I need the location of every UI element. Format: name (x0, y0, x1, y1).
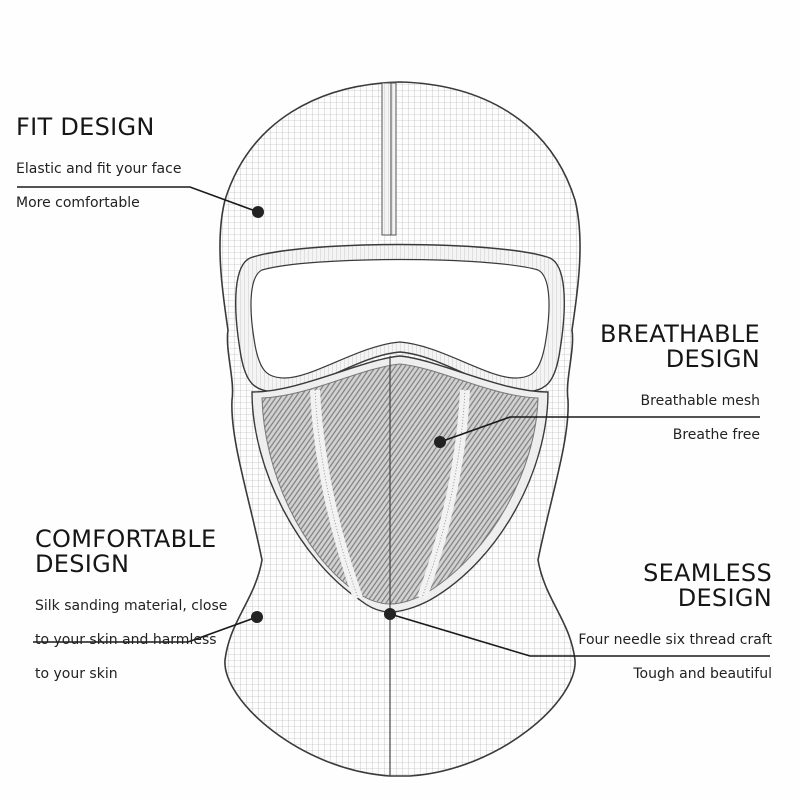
leader-dot (251, 611, 263, 623)
leader-fit (17, 186, 264, 218)
callout-title: FIT DESIGN (16, 113, 155, 141)
callout-fit-design: FIT DESIGN Elastic and fit your face Mor… (16, 115, 181, 229)
callout-title: COMFORTABLE DESIGN (35, 525, 217, 578)
leader-dot (252, 206, 264, 218)
callout-title: SEAMLESS DESIGN (643, 559, 772, 612)
callout-line: Breathable mesh (640, 393, 760, 409)
callout-seamless-design: SEAMLESS DESIGN Four needle six thread c… (578, 561, 772, 700)
callout-desc: Silk sanding material, close to your ski… (35, 581, 227, 700)
callout-line: More comfortable (16, 195, 140, 211)
callout-desc: Breathable mesh Breathe free (600, 376, 760, 461)
callout-line: to your skin (35, 666, 118, 682)
callout-line: Tough and beautiful (633, 666, 772, 682)
callout-line: Breathe free (672, 427, 760, 443)
eye-opening (234, 243, 566, 393)
callout-desc: Elastic and fit your face More comfortab… (16, 144, 181, 229)
callout-line: Elastic and fit your face (16, 161, 182, 177)
leader-dot (434, 436, 446, 448)
leader-breathable (434, 416, 760, 448)
mesh-panel (251, 355, 549, 776)
callout-title: BREATHABLE DESIGN (600, 320, 760, 373)
top-seam (381, 82, 397, 236)
callout-comfortable-design: COMFORTABLE DESIGN Silk sanding material… (35, 527, 227, 700)
leader-comfortable (33, 611, 263, 643)
callout-line: Four needle six thread craft (578, 632, 772, 648)
callout-desc: Four needle six thread craft Tough and b… (578, 615, 772, 700)
callout-line: to your skin and harmless (35, 632, 217, 648)
leader-seamless (384, 608, 770, 657)
callout-breathable-design: BREATHABLE DESIGN Breathable mesh Breath… (600, 322, 760, 461)
leader-dot (384, 608, 396, 620)
callout-line: Silk sanding material, close (35, 598, 228, 614)
